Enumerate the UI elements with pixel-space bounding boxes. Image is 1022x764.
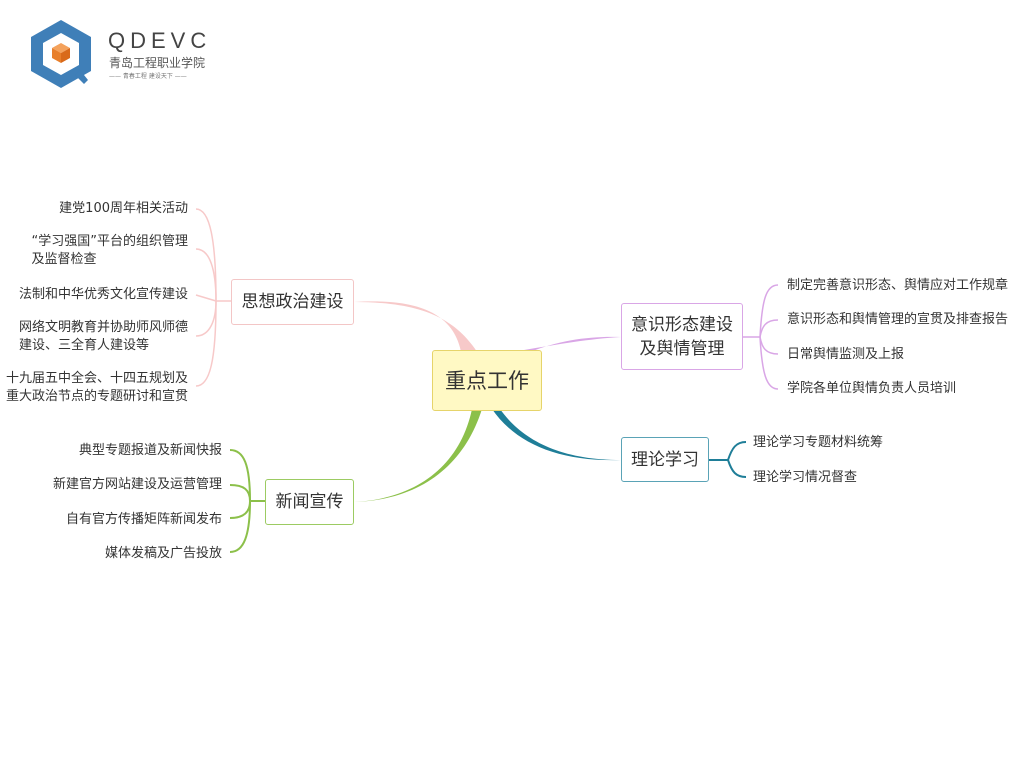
politics-item-text: 重大政治节点的专题研讨和宣贯	[5, 389, 188, 404]
ideology-item[interactable]: 制定完善意识形态、舆情应对工作规章	[787, 277, 1008, 295]
theory-item[interactable]: 理论学习情况督查	[753, 469, 857, 487]
news-item-text: 自有官方传播矩阵新闻发布	[65, 512, 222, 527]
news-item[interactable]: 新建官方网站建设及运营管理	[53, 476, 222, 494]
ideology-item-text: 制定完善意识形态、舆情应对工作规章	[787, 278, 1009, 293]
connector-politics	[354, 301, 478, 357]
news-bracket	[229, 449, 265, 553]
logo-subtitle: 青岛工程职业学院	[109, 56, 206, 70]
politics-item-text: “学习强国”平台的组织管理	[31, 234, 188, 249]
ideology-bracket	[743, 284, 779, 390]
logo-motto: —— 青春工程 建设天下 ——	[109, 73, 187, 80]
ideology-item[interactable]: 意识形态和舆情管理的宣贯及排查报告	[787, 311, 1008, 329]
politics-item[interactable]: 建党100周年相关活动	[59, 200, 188, 218]
central-topic-label: 重点工作	[445, 368, 529, 393]
logo: QDEVC 青岛工程职业学院 —— 青春工程 建设天下 ——	[28, 18, 228, 92]
theory-bracket	[709, 441, 747, 478]
connector-theory	[492, 409, 621, 461]
news-item-text: 新建官方网站建设及运营管理	[52, 477, 222, 492]
politics-item[interactable]: 法制和中华优秀文化宣传建设	[19, 286, 188, 304]
politics-item-text: 十九届五中全会、十四五规划及	[5, 371, 188, 386]
branch-ideology-label: 意识形态建设	[631, 314, 733, 335]
ideology-item-text: 意识形态和舆情管理的宣贯及排查报告	[787, 312, 1009, 327]
ideology-item[interactable]: 日常舆情监测及上报	[787, 346, 904, 364]
news-item[interactable]: 典型专题报道及新闻快报	[79, 442, 222, 460]
connector-news	[354, 409, 482, 502]
ideology-item-text: 日常舆情监测及上报	[787, 347, 905, 362]
news-item[interactable]: 自有官方传播矩阵新闻发布	[66, 511, 222, 529]
theory-item[interactable]: 理论学习专题材料统筹	[753, 434, 883, 452]
logo-title: QDEVC	[108, 28, 212, 53]
central-topic[interactable]: 重点工作	[432, 350, 542, 411]
branch-politics-label: 思想政治建设	[241, 292, 344, 312]
politics-item-text: 建党100周年相关活动	[59, 201, 188, 216]
news-item[interactable]: 媒体发稿及广告投放	[105, 545, 222, 563]
ideology-item-text: 学院各单位舆情负责人员培训	[787, 381, 957, 396]
ideology-item[interactable]: 学院各单位舆情负责人员培训	[787, 380, 956, 398]
branch-ideology-label: 及舆情管理	[639, 338, 725, 359]
branch-theory-label: 理论学习	[631, 449, 699, 470]
politics-item-text: 及监督检查	[31, 252, 97, 267]
hexagon-cube-logo-icon	[31, 20, 91, 88]
politics-item[interactable]: 十九届五中全会、十四五规划及 重大政治节点的专题研讨和宣贯	[6, 370, 188, 406]
politics-item-text: 建设、三全育人建设等	[18, 338, 149, 353]
branch-news[interactable]: 新闻宣传	[265, 479, 354, 525]
news-item-text: 典型专题报道及新闻快报	[78, 443, 222, 458]
politics-item[interactable]: “学习强国”平台的组织管理 及监督检查	[32, 233, 188, 269]
politics-bracket	[195, 208, 231, 387]
politics-item[interactable]: 网络文明教育并协助师风师德 建设、三全育人建设等	[19, 319, 188, 355]
branch-news-label: 新闻宣传	[275, 492, 344, 512]
branch-ideology[interactable]: 意识形态建设 及舆情管理	[621, 303, 743, 370]
branch-theory[interactable]: 理论学习	[621, 437, 709, 482]
politics-item-text: 法制和中华优秀文化宣传建设	[18, 287, 188, 302]
theory-item-text: 理论学习情况督查	[753, 470, 858, 485]
branch-politics[interactable]: 思想政治建设	[231, 279, 354, 325]
news-item-text: 媒体发稿及广告投放	[104, 546, 222, 561]
theory-item-text: 理论学习专题材料统筹	[753, 435, 884, 450]
politics-item-text: 网络文明教育并协助师风师德	[18, 320, 188, 335]
